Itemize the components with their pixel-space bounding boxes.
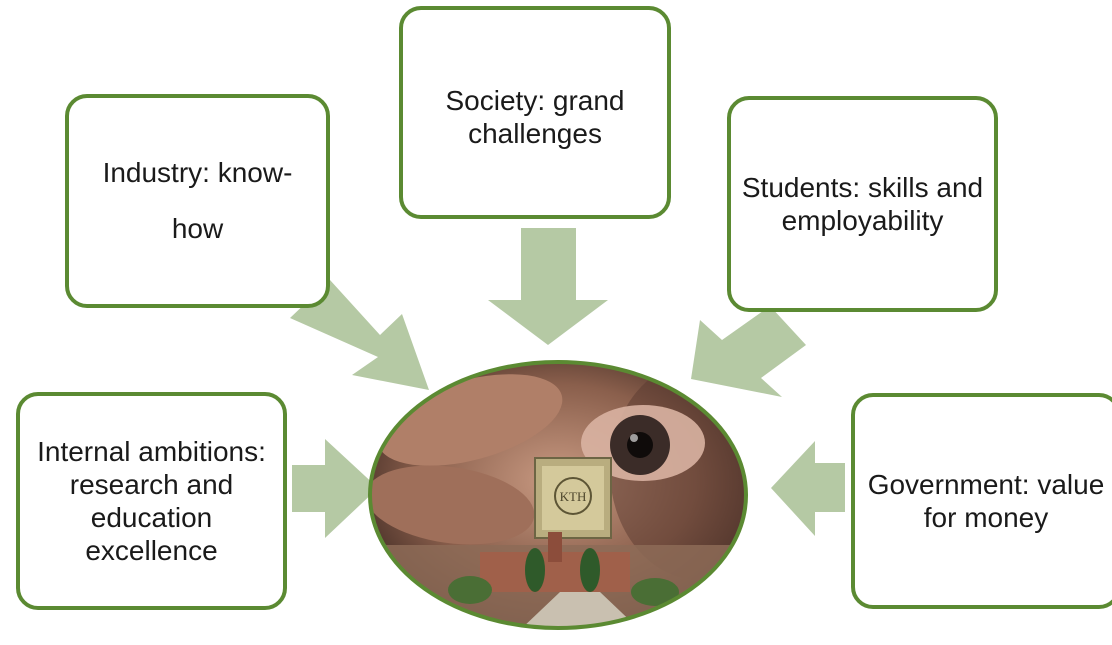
box-society: Society: grand challenges — [399, 6, 671, 219]
box-industry-text: Industry: know-how — [102, 157, 293, 244]
box-students: Students: skills and employability — [727, 96, 998, 312]
box-industry: Industry: know-how — [65, 94, 330, 308]
box-internal-text: Internal ambitions: research and educati… — [37, 436, 266, 566]
center-photo-border — [368, 360, 748, 630]
arrow-from-internal — [292, 439, 378, 538]
svg-text:KTH: KTH — [560, 489, 587, 504]
arrow-from-society — [488, 228, 608, 345]
box-internal: Internal ambitions: research and educati… — [16, 392, 287, 610]
arrow-from-students — [691, 306, 806, 397]
box-students-text: Students: skills and employability — [741, 172, 984, 236]
arrow-from-government — [771, 441, 845, 536]
box-government: Government: value for money — [851, 393, 1112, 609]
arrow-from-industry — [290, 280, 429, 390]
box-government-text: Government: value for money — [867, 469, 1105, 533]
box-society-text: Society: grand challenges — [445, 85, 625, 149]
center-photo: KTH — [370, 362, 746, 628]
